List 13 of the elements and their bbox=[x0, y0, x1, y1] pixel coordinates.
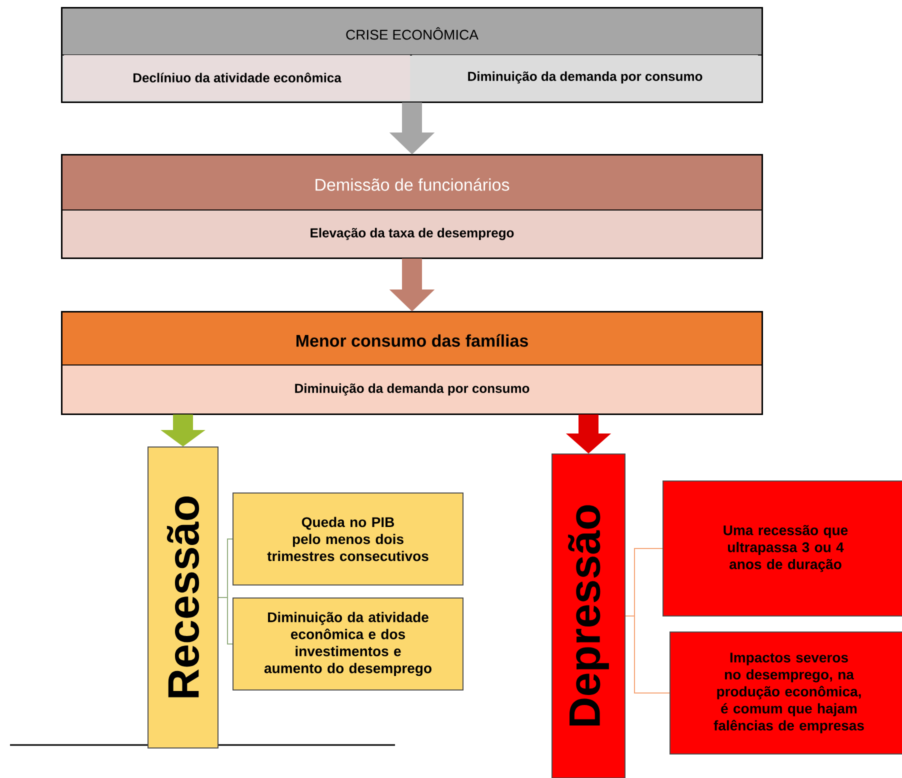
connector-line bbox=[625, 616, 670, 694]
text-cell: Declíniuo da atividade econômica bbox=[64, 55, 410, 100]
vertical-title-box: Recessão bbox=[148, 446, 218, 748]
text-box: Impactos severos no desemprego, na produção econômica, é comum que hajam falências de empresas bbox=[670, 632, 902, 754]
text-box: Queda no PIB pelo menos dois trimestres consecutivos bbox=[232, 492, 464, 586]
node-label: Diminuição da demanda por consumo bbox=[468, 71, 702, 84]
vertical-title-box: Depressão bbox=[552, 454, 626, 778]
heading-panel: Demissão de funcionários Elevação da taxa de desemprego bbox=[61, 154, 763, 259]
connector-line bbox=[218, 597, 233, 644]
text-cell: Diminuição da demanda por consumo bbox=[412, 55, 758, 100]
text-box: Uma recessão que ultrapassa 3 ou 4 anos de duração bbox=[662, 480, 902, 616]
text-box: Diminuição da atividade econômica e dos investimentos e aumento do desemprego bbox=[232, 598, 464, 690]
heading-panel: Menor consumo das famílias Diminuição da demanda por consumo bbox=[61, 311, 763, 415]
